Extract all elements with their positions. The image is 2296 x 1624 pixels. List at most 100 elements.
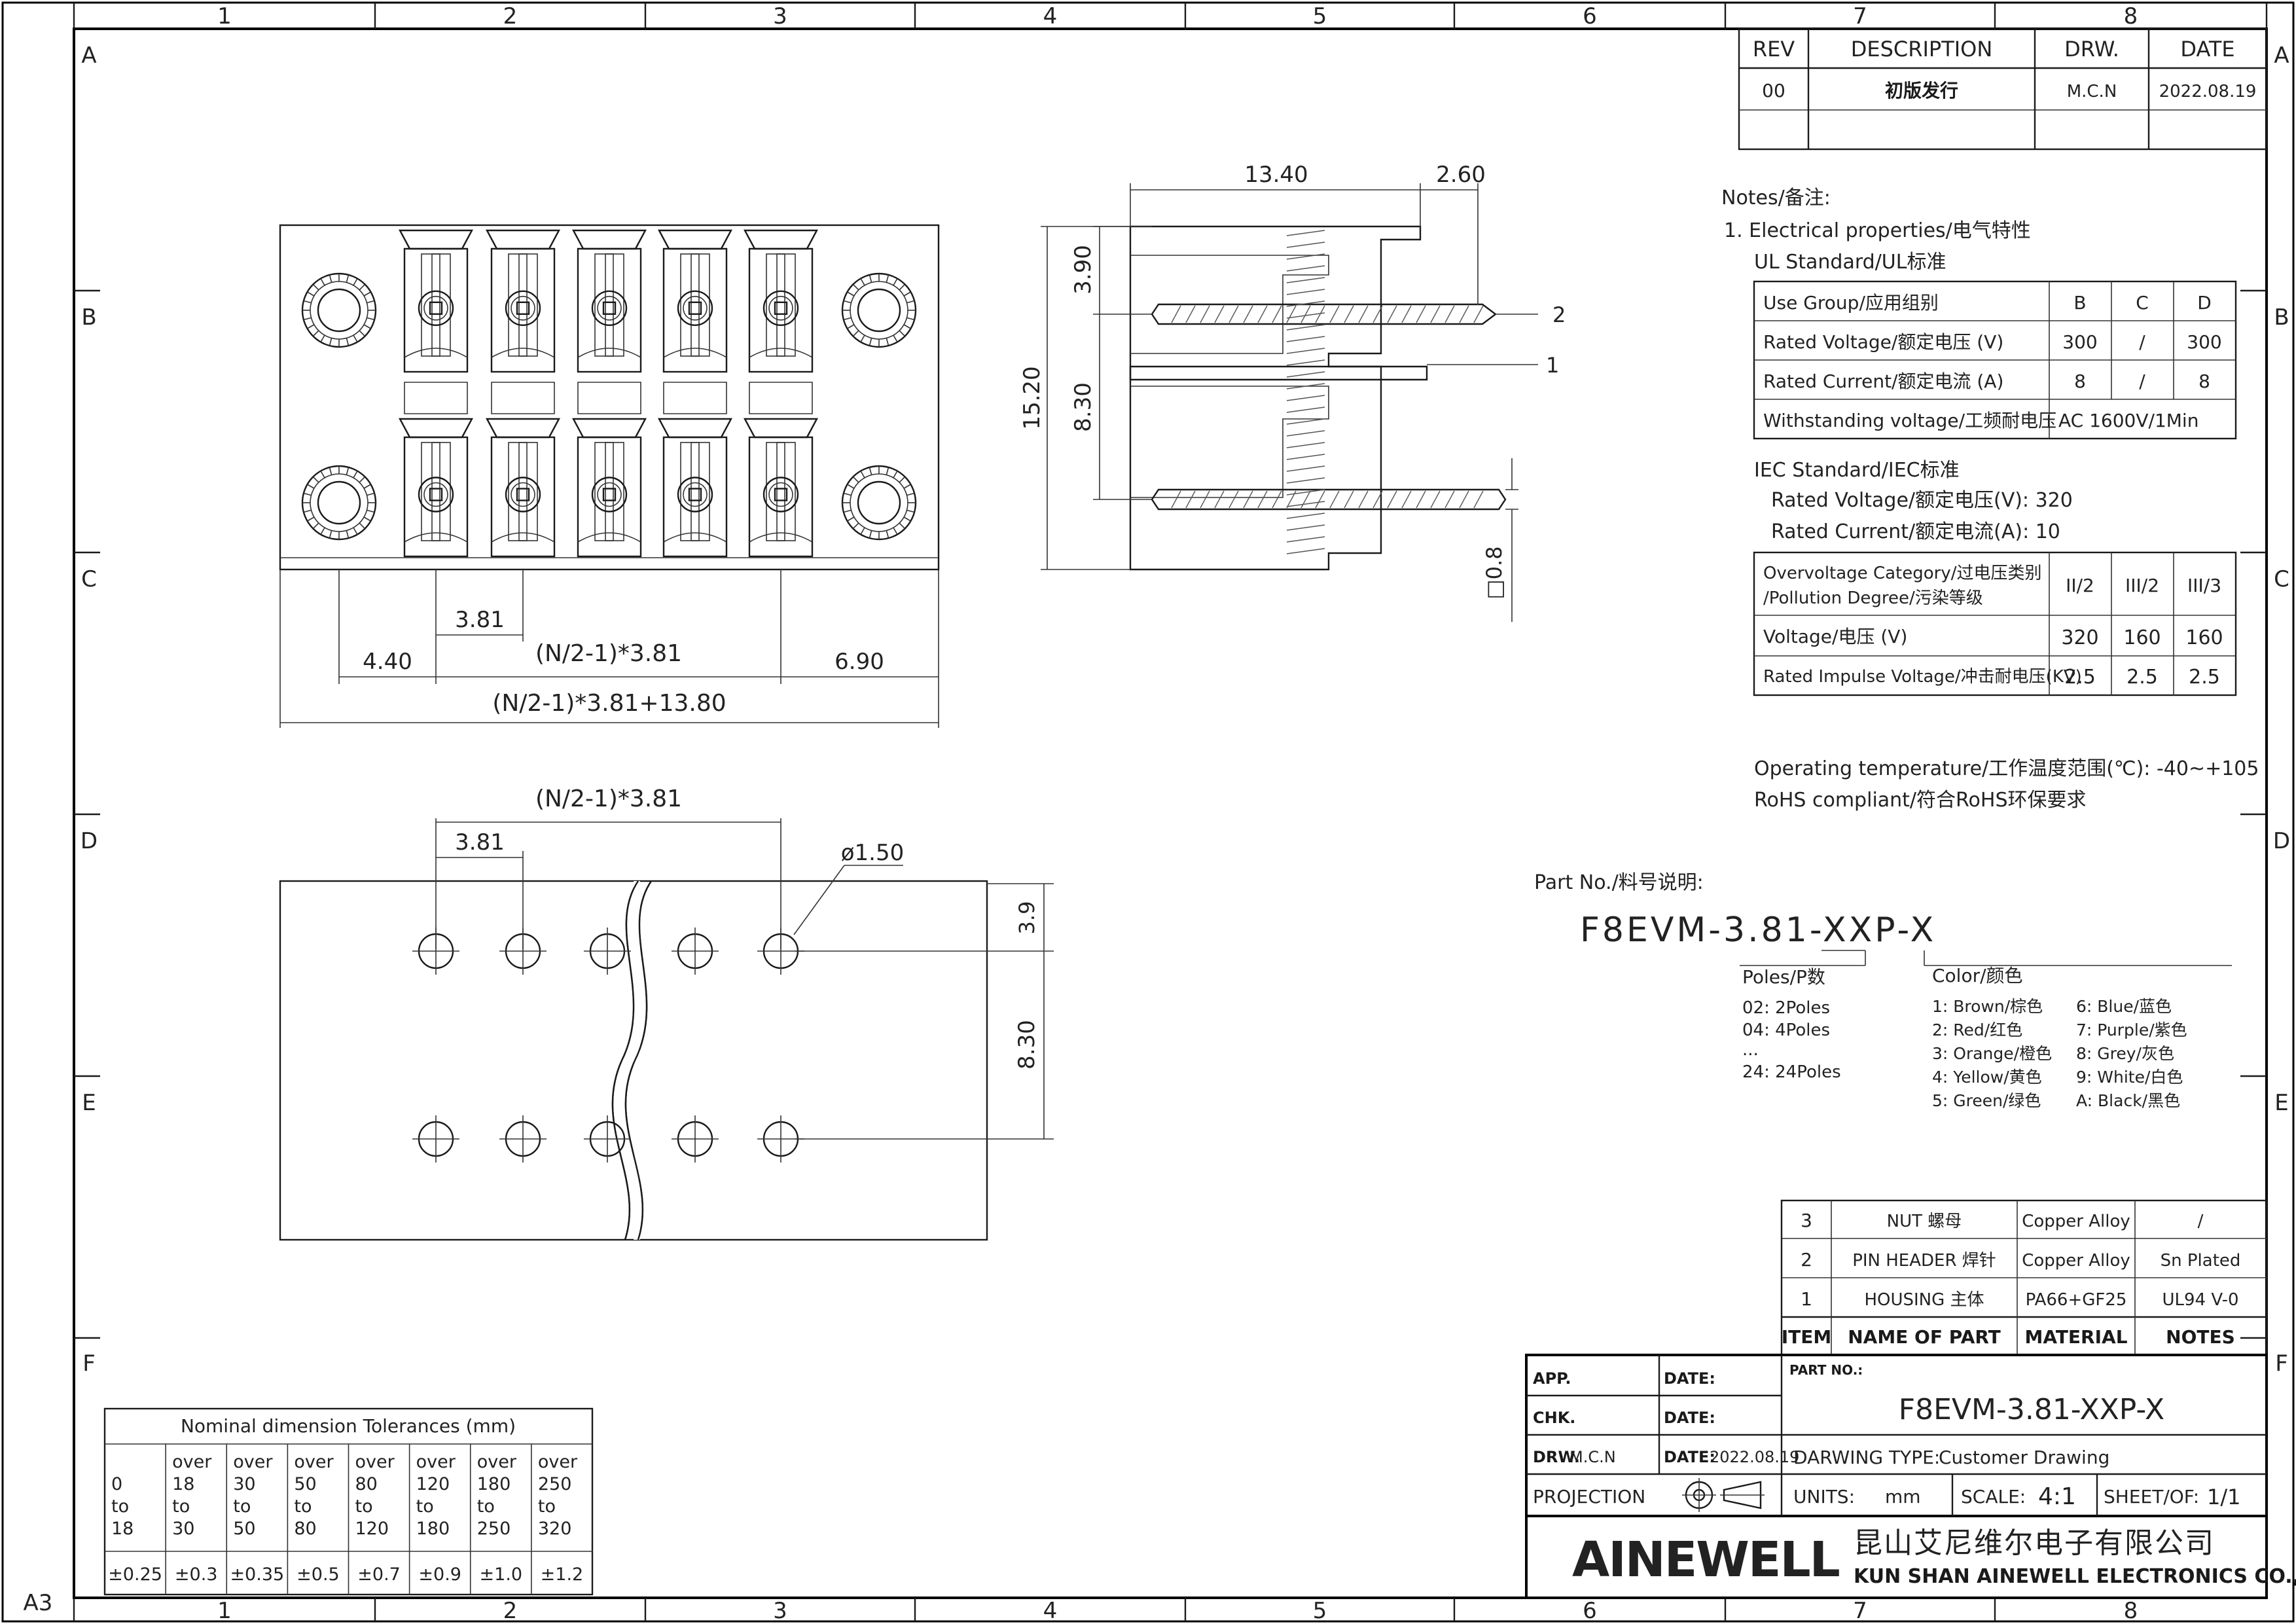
tolerance-value: ±0.35 [230,1564,284,1585]
col-label-bottom: 4 [1043,1598,1058,1624]
color-item: 5: Green/绿色 [1932,1091,2041,1110]
terminal-cell [743,418,819,558]
color-item: 1: Brown/棕色 [1932,997,2043,1016]
side-view: 2 1 [1129,225,1566,571]
tolerance-range-text: 30 [172,1519,194,1539]
color-item: 6: Blue/蓝色 [2076,997,2172,1016]
tolerance-range-text: 180 [477,1474,511,1494]
drw-name: M.C.N [1570,1448,1616,1466]
tolerance-range-text: 120 [355,1519,389,1539]
bom-cell: PIN HEADER 焊针 [1852,1251,1996,1271]
scale-value: 4:1 [2038,1483,2076,1510]
company-name-en: KUN SHAN AINEWELL ELECTRONICS CO.,LTD [1854,1565,2296,1588]
tolerance-range-text: to [172,1496,190,1517]
color-list: 1: Brown/棕色 2: Red/红色 3: Orange/橙色 4: Yello… [1932,997,2187,1110]
terminal-cell [398,418,474,558]
bom-cell: NUT 螺母 [1887,1212,1962,1231]
units-value: mm [1885,1486,1921,1507]
tolerance-range-text: to [233,1496,251,1517]
col-label-top: 6 [1583,3,1597,29]
row-label-left: D [81,828,98,854]
dim-total: (N/2-1)*3.81+13.80 [492,690,726,717]
bom-cell: Copper Alloy [2022,1251,2130,1271]
row-label-right: A [2274,43,2289,69]
bom-head-name: NAME OF PART [1848,1326,2001,1348]
iec-voltage-2: 160 [2123,626,2161,649]
pcb-dim-span: (N/2-1)*3.81 [535,785,682,812]
tolerance-value: ±1.2 [541,1564,584,1585]
drw-header: DRW. [2064,37,2119,62]
iec-title: IEC Standard/IEC标准 [1754,459,1960,482]
row-label-left: E [82,1090,96,1116]
iec-col-3: III/3 [2187,575,2221,596]
screw [505,477,541,513]
terminal-cell [571,418,647,558]
iec-impulse-label: Rated Impulse Voltage/冲击耐电压(KV) [1763,667,2082,687]
terminal-window [404,382,468,414]
tolerance-range-text: 18 [111,1519,134,1539]
screw [591,290,628,326]
screw [677,477,713,513]
revision-table: REV DESCRIPTION DRW. DATE 00 初版发行 M.C.N … [1738,27,2268,151]
pin-hatching [1171,230,1484,554]
col-label-bottom: 8 [2124,1598,2138,1624]
ul-voltage-d: 300 [2187,331,2221,353]
color-title: Color/颜色 [1932,965,2023,986]
dim-left: 4.40 [363,649,412,675]
dim-w1: 13.40 [1244,162,1308,188]
terminal-cell [485,418,561,558]
description-value: 初版发行 [1885,80,1958,101]
bom-head-item: ITEM [1782,1326,1832,1348]
pcb-view-dimensions: (N/2-1)*3.81 3.81 ø1.50 3.9 8.30 [435,785,1054,1140]
row-label-right: F [2275,1351,2288,1377]
top-view [279,224,940,571]
chk-label: CHK. [1533,1409,1575,1427]
tolerance-range-text: to [538,1496,556,1517]
drw-date-label: DATE: [1664,1448,1715,1466]
notes-title: Notes/备注: [1721,187,1831,209]
col-label-top: 4 [1043,3,1058,29]
iec-voltage-label: Voltage/电压 (V) [1763,626,1907,647]
rev-value: 00 [1762,80,1785,101]
sheet-label: SHEET/OF: [2104,1486,2199,1507]
tolerance-range-text: to [416,1496,434,1517]
color-item: 7: Purple/紫色 [2076,1020,2187,1039]
ul-head-d: D [2197,292,2212,314]
tolerance-range-text: to [111,1496,129,1517]
terminal-window [663,382,727,414]
dim-h-total: 15.20 [1019,366,1045,429]
terminal-cell [743,229,819,373]
tolerance-range-text: over [294,1452,334,1472]
notes-item1: 1. Electrical properties/电气特性 [1724,219,2031,242]
color-item: 3: Orange/橙色 [1932,1044,2052,1063]
terminal-window [749,382,813,414]
rohs-note: RoHS compliant/符合RoHS环保要求 [1754,789,2087,812]
poles-title: Poles/P数 [1742,966,1825,988]
terminal-cell [571,229,647,373]
col-label-bottom: 7 [1853,1598,1867,1624]
iec-impulse-2: 2.5 [2126,666,2158,689]
pcb-holes [412,928,804,1163]
screw [418,290,454,326]
col-label-top: 8 [2124,3,2138,29]
iec-impulse-3: 2.5 [2189,666,2220,689]
color-item: 2: Red/红色 [1932,1020,2022,1039]
poles-2: ... [1742,1040,1759,1060]
drw-date: 2022.08.19 [1710,1448,1799,1466]
tolerance-value: ±0.9 [418,1564,461,1585]
color-item: 4: Yellow/黄色 [1932,1068,2042,1087]
tolerance-range-text: over [233,1452,273,1472]
col-label-bottom: 3 [773,1598,787,1624]
col-label-top: 7 [1853,3,1867,29]
bom-cell: 2 [1801,1249,1812,1271]
ul-voltage-b: 300 [2062,331,2097,353]
ul-head-b: B [2073,292,2086,314]
side-view-dimensions: 13.40 2.60 15.20 3.90 8.30 □0.8 [1019,162,1518,622]
callout-2: 2 [1552,302,1566,327]
bom-cell: Copper Alloy [2022,1212,2130,1231]
scale-label: SCALE: [1961,1486,2026,1507]
